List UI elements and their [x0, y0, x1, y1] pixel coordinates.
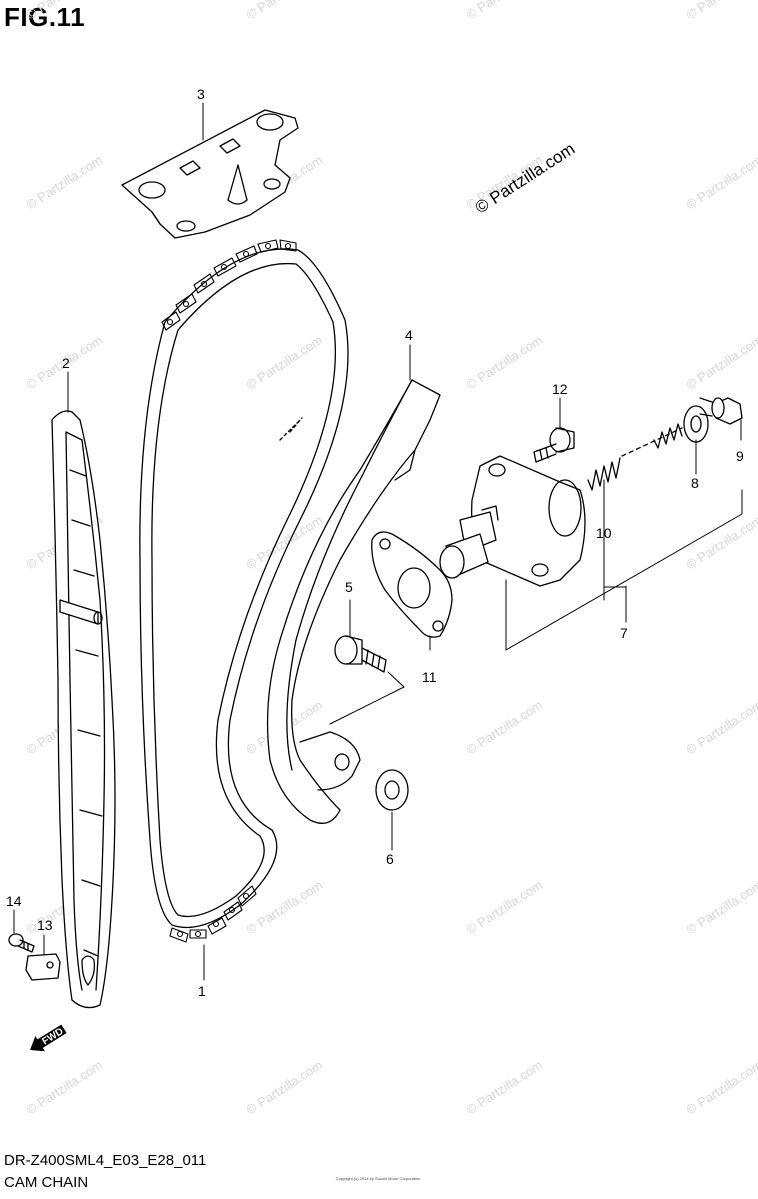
- watermark-text: © Partzilla.com: [463, 0, 545, 23]
- watermark-text: © Partzilla.com: [23, 0, 105, 23]
- watermark-text: © Partzilla.com: [683, 332, 758, 392]
- part-4-tensioner-guide[interactable]: [266, 379, 441, 824]
- callout-12: 12: [552, 381, 568, 397]
- callout-11: 11: [422, 669, 437, 685]
- figure-code: DR-Z400SML4_E03_E28_011: [4, 1152, 207, 1169]
- callout-14: 14: [6, 893, 22, 909]
- callout-1: 1: [198, 983, 206, 999]
- watermark-text: © Partzilla.com: [683, 512, 758, 572]
- callout-8: 8: [691, 475, 699, 491]
- callout-13: 13: [37, 917, 53, 933]
- callout-3: 3: [197, 86, 205, 102]
- watermark-text: © Partzilla.com: [683, 697, 758, 757]
- callout-5: 5: [345, 579, 353, 595]
- callout-6: 6: [386, 851, 394, 867]
- callout-10: 10: [596, 525, 612, 541]
- part-10-spring[interactable]: [587, 423, 683, 491]
- callout-4: 4: [405, 327, 413, 343]
- watermark-text: © Partzilla.com: [243, 332, 325, 392]
- figure-title: FIG.11: [4, 2, 86, 32]
- watermark-text: © Partzilla.com: [463, 697, 545, 757]
- watermark-text: © Partzilla.com: [23, 152, 105, 212]
- callout-labels: 3 2 4 12 9 8 10 5 7 11 6 1 14 13: [6, 86, 744, 999]
- callout-2: 2: [62, 355, 70, 371]
- watermark-text: © Partzilla.com: [243, 1057, 325, 1117]
- watermark-text: © Partzilla.com: [463, 1057, 545, 1117]
- watermark-text: © Partzilla.com: [683, 1057, 758, 1117]
- callout-9: 9: [736, 448, 744, 464]
- watermark-text: © Partzilla.com: [683, 877, 758, 937]
- watermark-main: © Partzilla.com: [472, 139, 578, 217]
- part-7-tensioner[interactable]: [439, 455, 586, 587]
- watermark-text: © Partzilla.com: [683, 0, 758, 23]
- fwd-arrow-icon: FWD: [30, 1024, 67, 1052]
- part-6-washer[interactable]: [375, 769, 409, 811]
- part-14-screw[interactable]: [8, 933, 35, 953]
- part-11-gasket[interactable]: [371, 531, 453, 638]
- fine-print: Copyright (c) 2014 by Suzuki Motor Corpo…: [335, 1176, 421, 1181]
- watermark-text: © Partzilla.com: [463, 332, 545, 392]
- figure-subtitle: CAM CHAIN: [4, 1174, 89, 1191]
- watermark-text: © Partzilla.com: [243, 0, 325, 23]
- watermark-text: © Partzilla.com: [243, 877, 325, 937]
- part-1-cam-chain[interactable]: [139, 239, 349, 943]
- part-2-rear-guide[interactable]: [51, 410, 116, 1009]
- part-12-bolt[interactable]: [533, 427, 575, 463]
- part-9-cap-bolt[interactable]: [699, 397, 743, 425]
- watermark-text: © Partzilla.com: [683, 152, 758, 212]
- watermark-text: © Partzilla.com: [463, 877, 545, 937]
- part-3-top-guide[interactable]: [121, 109, 299, 239]
- part-8-washer[interactable]: [683, 405, 709, 443]
- part-13-retainer[interactable]: [25, 953, 61, 981]
- watermark-text: © Partzilla.com: [23, 1057, 105, 1117]
- leader-lines: [13, 102, 743, 981]
- part-5-bolt[interactable]: [334, 635, 387, 673]
- callout-7: 7: [620, 625, 628, 641]
